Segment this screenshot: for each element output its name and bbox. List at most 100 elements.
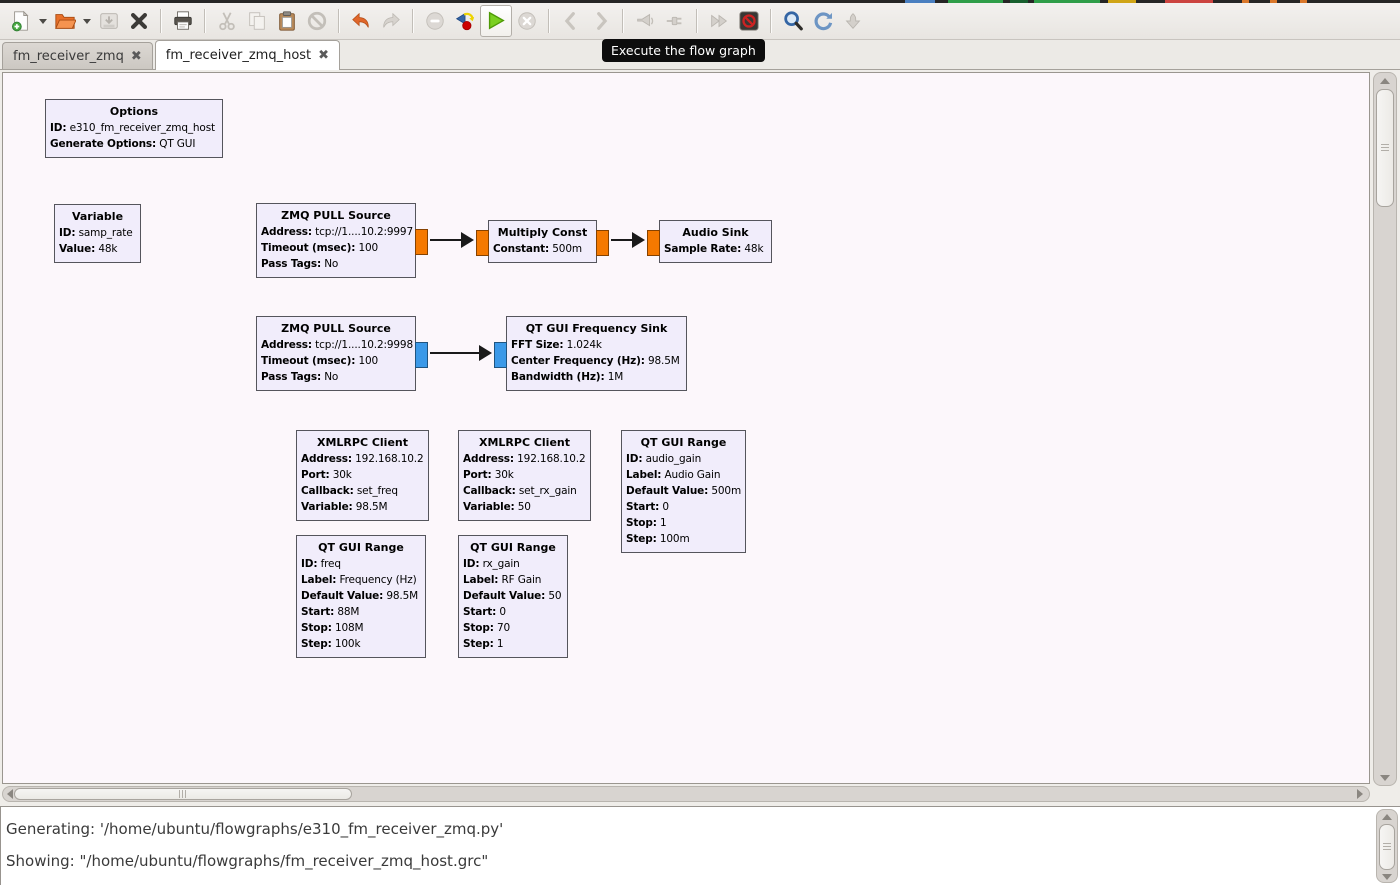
block-param: Default Value: 50: [463, 590, 562, 602]
tab-label: fm_receiver_zmq_host: [165, 48, 312, 63]
new-document-icon[interactable]: [6, 6, 36, 36]
console-line-generating: Generating: '/home/ubuntu/flowgraphs/e31…: [6, 820, 504, 838]
block-title: Options: [109, 105, 159, 118]
block-param: Default Value: 98.5M: [301, 590, 419, 602]
background-strip-segment: [905, 0, 935, 3]
open-dropdown-caret-icon[interactable]: [80, 6, 94, 36]
ban-icon: [302, 6, 332, 36]
block-param: Label: Audio Gain: [626, 469, 721, 481]
out-port-complex[interactable]: [415, 341, 428, 368]
block-param: Stop: 108M: [301, 622, 364, 634]
execute-flowgraph-icon[interactable]: [480, 5, 512, 37]
close-icon[interactable]: [124, 6, 154, 36]
cut-icon: [212, 6, 242, 36]
block-title: QT GUI Range: [470, 541, 556, 554]
scroll-up-icon[interactable]: [1380, 78, 1390, 84]
in-port-float[interactable]: [476, 229, 489, 256]
block-param: ID: audio_gain: [626, 453, 702, 465]
scroll-up-icon[interactable]: [1382, 814, 1392, 820]
block-param: Generate Options: QT GUI: [50, 138, 196, 150]
out-port-float[interactable]: [415, 228, 428, 255]
scroll-right-icon[interactable]: [1357, 789, 1363, 799]
toolbar-separator: [204, 9, 206, 33]
canvas-vscroll-thumb[interactable]: [1376, 89, 1394, 207]
kill-icon[interactable]: [734, 6, 764, 36]
block-title: QT GUI Range: [318, 541, 404, 554]
block-param: Address: 192.168.10.2: [301, 453, 424, 465]
paste-icon[interactable]: [272, 6, 302, 36]
block-param: Bandwidth (Hz): 1M: [511, 371, 624, 383]
undo-icon[interactable]: [346, 6, 376, 36]
down-arrow-icon: [838, 6, 868, 36]
tab-fm-receiver-zmq[interactable]: fm_receiver_zmq ✖: [2, 42, 153, 69]
console-vscroll-thumb[interactable]: [1379, 824, 1395, 870]
block-param: ID: freq: [301, 558, 341, 570]
block-title: ZMQ PULL Source: [281, 209, 391, 222]
block-param: Stop: 1: [626, 517, 667, 529]
open-folder-icon[interactable]: [50, 6, 80, 36]
tab-close-icon[interactable]: ✖: [130, 48, 142, 64]
block-param: Center Frequency (Hz): 98.5M: [511, 355, 680, 367]
reload-icon[interactable]: [808, 6, 838, 36]
canvas-vertical-scrollbar[interactable]: [1373, 72, 1397, 786]
connection-line[interactable]: [430, 239, 462, 241]
background-window-strip: [0, 0, 1400, 3]
connection-arrowhead-icon: [479, 345, 492, 361]
background-strip-segment: [1108, 0, 1136, 3]
redo-icon: [376, 6, 406, 36]
canvas-hscroll-thumb[interactable]: [14, 788, 352, 800]
block-param: Pass Tags: No: [261, 258, 339, 270]
print-icon[interactable]: [168, 6, 198, 36]
out-port-float[interactable]: [596, 229, 609, 256]
block-param: Constant: 500m: [493, 243, 582, 255]
scroll-left-icon[interactable]: [7, 789, 13, 799]
scroll-down-icon[interactable]: [1380, 775, 1390, 781]
toolbar-separator: [412, 9, 414, 33]
block-param: Start: 0: [463, 606, 506, 618]
copy-icon: [242, 6, 272, 36]
block-param: Pass Tags: No: [261, 371, 339, 383]
console-panel: Generating: '/home/ubuntu/flowgraphs/e31…: [0, 806, 1400, 885]
block-param: Sample Rate: 48k: [664, 243, 764, 255]
block-title: QT GUI Frequency Sink: [525, 322, 668, 335]
background-strip-segment: [1165, 0, 1213, 3]
new-dropdown-caret-icon[interactable]: [36, 6, 50, 36]
search-icon[interactable]: [778, 6, 808, 36]
scroll-down-icon[interactable]: [1382, 874, 1392, 880]
block-param: Stop: 70: [463, 622, 511, 634]
connection-line[interactable]: [430, 352, 480, 354]
connection-arrowhead-icon: [632, 232, 645, 248]
in-port-float[interactable]: [647, 229, 660, 256]
generate-flowgraph-icon[interactable]: [450, 6, 480, 36]
console-vertical-scrollbar[interactable]: [1376, 809, 1398, 883]
block-param: FFT Size: 1.024k: [511, 339, 602, 351]
in-port-complex[interactable]: [494, 341, 507, 368]
stop-icon: [512, 6, 542, 36]
block-param: Port: 30k: [301, 469, 352, 481]
tab-close-icon[interactable]: ✖: [318, 48, 330, 63]
canvas-horizontal-scrollbar[interactable]: [2, 786, 1370, 802]
background-strip-segment: [1010, 0, 1028, 3]
background-strip-segment: [948, 0, 1003, 3]
block-param: Label: RF Gain: [463, 574, 542, 586]
tab-fm-receiver-zmq-host[interactable]: fm_receiver_zmq_host ✖: [154, 40, 341, 70]
connection-line[interactable]: [611, 239, 633, 241]
block-param: Start: 0: [626, 501, 669, 513]
horn-icon: [630, 6, 660, 36]
toolbar-separator: [338, 9, 340, 33]
chevron-left-icon: [556, 6, 586, 36]
